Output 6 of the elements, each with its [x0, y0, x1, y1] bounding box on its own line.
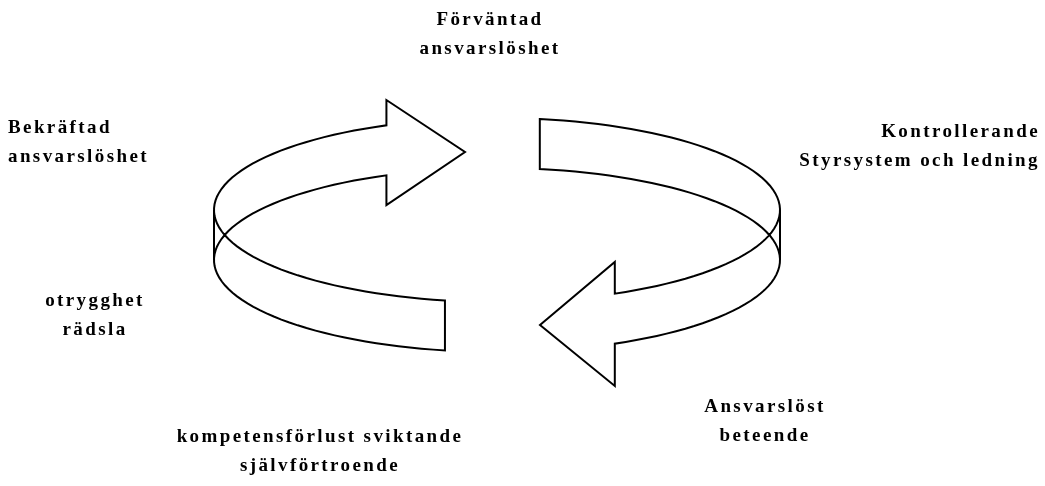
cycle-label: kompetensförlust sviktande självförtroende	[175, 424, 465, 477]
cycle-label: Bekräftad ansvarslöshet	[8, 115, 150, 168]
cycle-label: Förväntad ansvarslöshet	[418, 7, 562, 60]
cycle-label: otrygghet rädsla	[44, 288, 146, 341]
cycle-label: Kontrollerande Styrsystem och ledning	[798, 119, 1040, 172]
cycle-label: Ansvarslöst beteende	[703, 394, 827, 447]
